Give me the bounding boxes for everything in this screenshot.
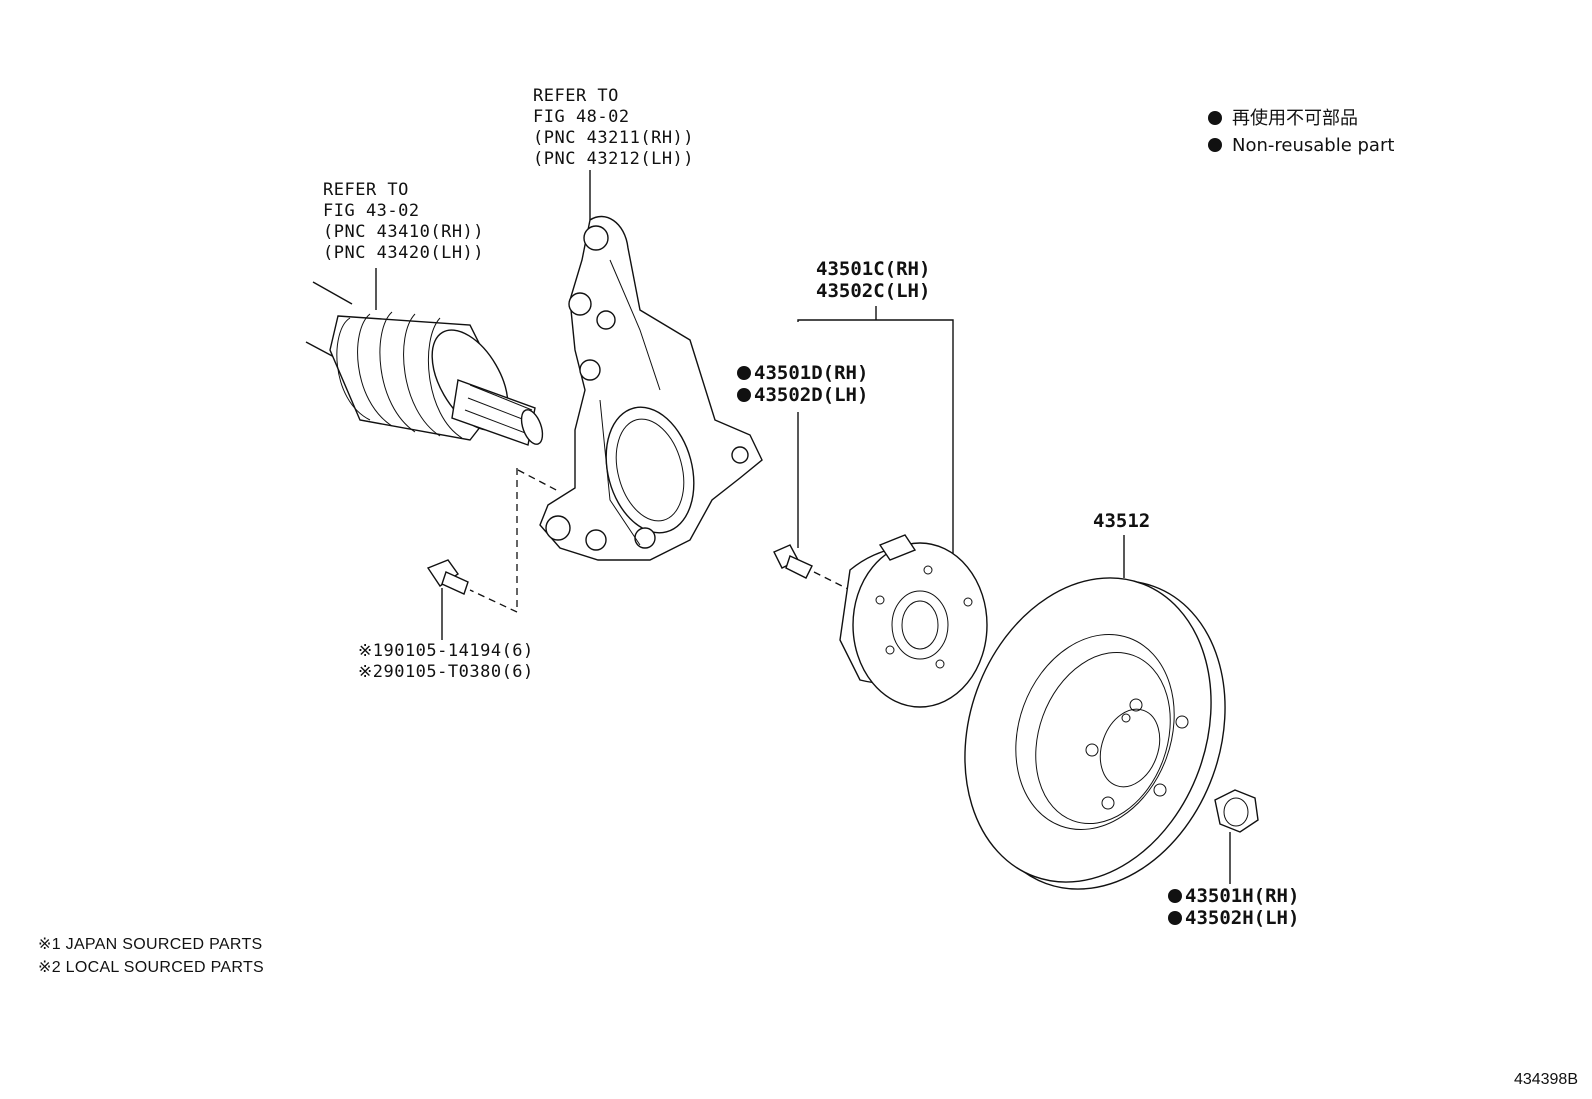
brake-disc-drawing: [964, 535, 1226, 890]
drive-shaft-drawing: [305, 268, 544, 446]
hub-assy-part-lh: 43502C(LH): [816, 280, 931, 302]
non-reusable-dot-icon: [1168, 889, 1182, 903]
hub-bolt-drawing: [773, 412, 851, 591]
hub-assembly-drawing: [797, 306, 988, 708]
nut-part-rh: 43501H(RH): [1185, 885, 1300, 907]
hub-nut-drawing: [1214, 789, 1259, 884]
figure-number: 434398B: [1513, 1071, 1578, 1088]
knuckle-callout-line-1: REFER TO: [533, 86, 619, 106]
legend: 再使用不可部品 Non-reusable part: [1208, 105, 1394, 159]
driveshaft-callout: REFER TO FIG 43-02 (PNC 43410(RH)) (PNC …: [323, 180, 484, 264]
hub-assy-part-rh: 43501C(RH): [816, 258, 931, 280]
hub-bolt-part-rh: 43501D(RH): [754, 362, 869, 384]
driveshaft-callout-line-2: FIG 43-02: [323, 201, 420, 221]
non-reusable-dot-icon: [1208, 111, 1222, 125]
hub-assy-callout: 43501C(RH) 43502C(LH): [816, 258, 930, 302]
hub-bolt-part-lh: 43502D(LH): [754, 384, 869, 406]
driveshaft-callout-line-4: (PNC 43420(LH)): [323, 243, 485, 263]
knuckle-bolt-callout: ※190105-14194(6) ※290105-T0380(6): [358, 641, 534, 683]
legend-label-jp: 再使用不可部品: [1232, 108, 1358, 129]
disc-callout: 43512: [1093, 510, 1151, 532]
knuckle-callout-line-3: (PNC 43211(RH)): [533, 128, 695, 148]
legend-item-jp: 再使用不可部品: [1208, 105, 1394, 132]
footnote-1: ※1 JAPAN SOURCED PARTS: [38, 936, 263, 953]
non-reusable-dot-icon: [737, 388, 751, 402]
nut-part-lh: 43502H(LH): [1185, 907, 1300, 929]
non-reusable-dot-icon: [1208, 138, 1222, 152]
non-reusable-dot-icon: [737, 366, 751, 380]
nut-callout: 43501H(RH) 43502H(LH): [1168, 885, 1299, 929]
legend-label-en: Non-reusable part: [1232, 135, 1395, 156]
knuckle-bolt-part-2: ※290105-T0380(6): [358, 662, 534, 682]
hub-bolt-callout: 43501D(RH) 43502D(LH): [737, 362, 868, 406]
footnote-2: ※2 LOCAL SOURCED PARTS: [38, 959, 264, 976]
driveshaft-callout-line-3: (PNC 43410(RH)): [323, 222, 485, 242]
steering-knuckle-drawing: [539, 170, 763, 561]
driveshaft-callout-line-1: REFER TO: [323, 180, 409, 200]
knuckle-callout-line-2: FIG 48-02: [533, 107, 630, 127]
knuckle-callout: REFER TO FIG 48-02 (PNC 43211(RH)) (PNC …: [533, 86, 694, 170]
non-reusable-dot-icon: [1168, 911, 1182, 925]
knuckle-bolt-part-1: ※190105-14194(6): [358, 641, 534, 661]
knuckle-callout-line-4: (PNC 43212(LH)): [533, 149, 695, 169]
footnotes: ※1 JAPAN SOURCED PARTS ※2 LOCAL SOURCED …: [38, 933, 264, 979]
legend-item-en: Non-reusable part: [1208, 132, 1394, 159]
knuckle-bolt-drawing: [426, 468, 561, 640]
